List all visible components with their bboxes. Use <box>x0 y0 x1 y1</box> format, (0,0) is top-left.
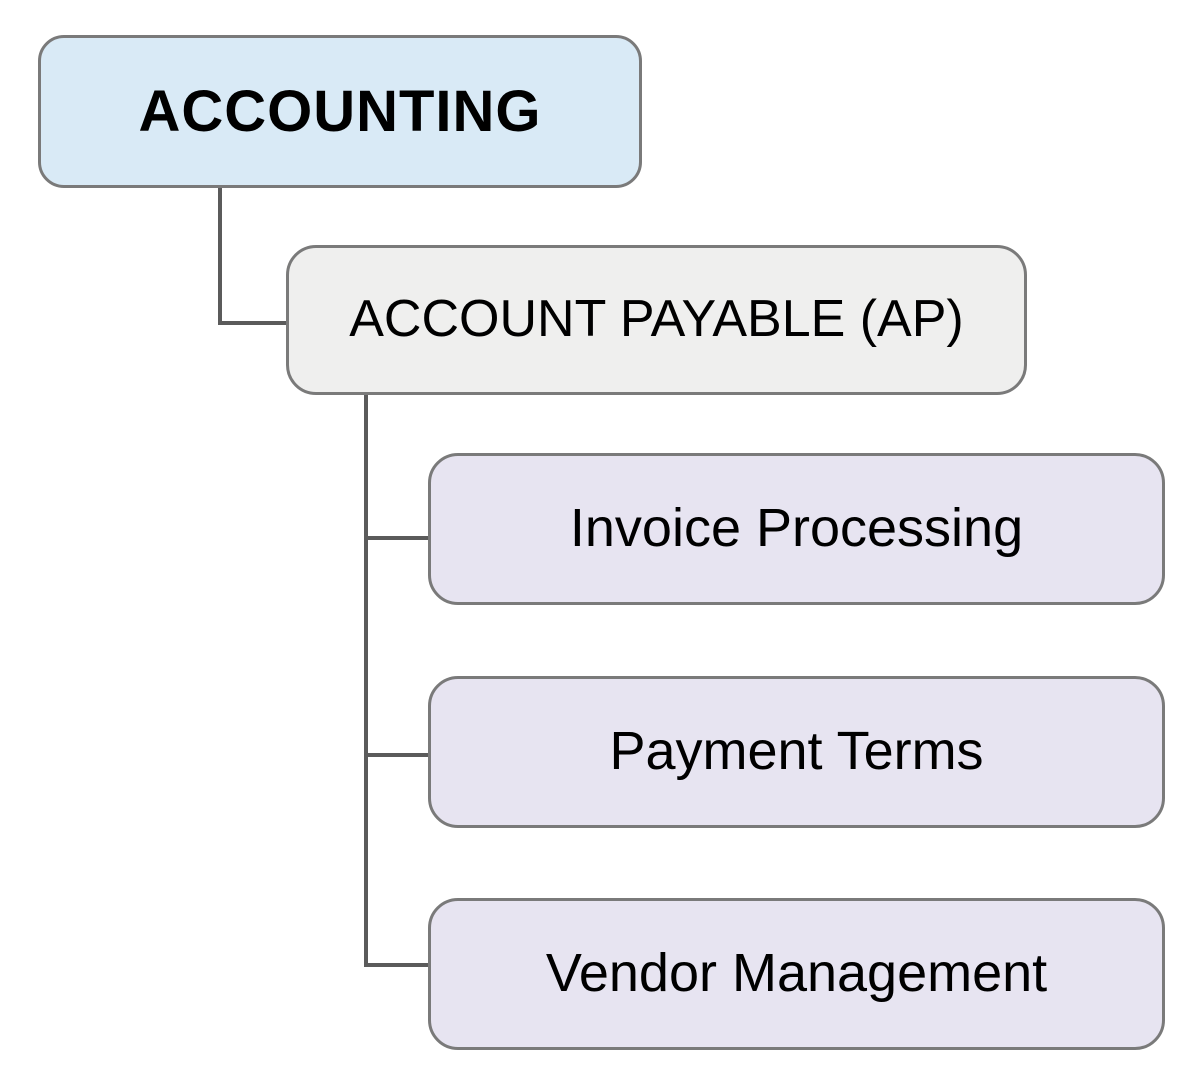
connector-accounting-to-ap-horizontal <box>218 321 288 325</box>
node-accounting: ACCOUNTING <box>38 35 642 188</box>
connector-accounting-to-ap-vertical <box>218 188 222 325</box>
connector-ap-to-invoice-processing <box>366 536 428 540</box>
connector-ap-to-vendor-management <box>364 963 428 967</box>
node-payment-terms: Payment Terms <box>428 676 1165 828</box>
node-payment-terms-label: Payment Terms <box>609 721 984 782</box>
connector-ap-trunk-vertical <box>364 395 368 967</box>
node-account-payable-label: ACCOUNT PAYABLE (AP) <box>349 290 964 349</box>
node-accounting-label: ACCOUNTING <box>138 78 542 144</box>
node-account-payable: ACCOUNT PAYABLE (AP) <box>286 245 1027 395</box>
connector-ap-to-payment-terms <box>366 753 428 757</box>
node-invoice-processing: Invoice Processing <box>428 453 1165 605</box>
node-vendor-management-label: Vendor Management <box>545 943 1048 1004</box>
node-invoice-processing-label: Invoice Processing <box>569 498 1024 559</box>
node-vendor-management: Vendor Management <box>428 898 1165 1050</box>
